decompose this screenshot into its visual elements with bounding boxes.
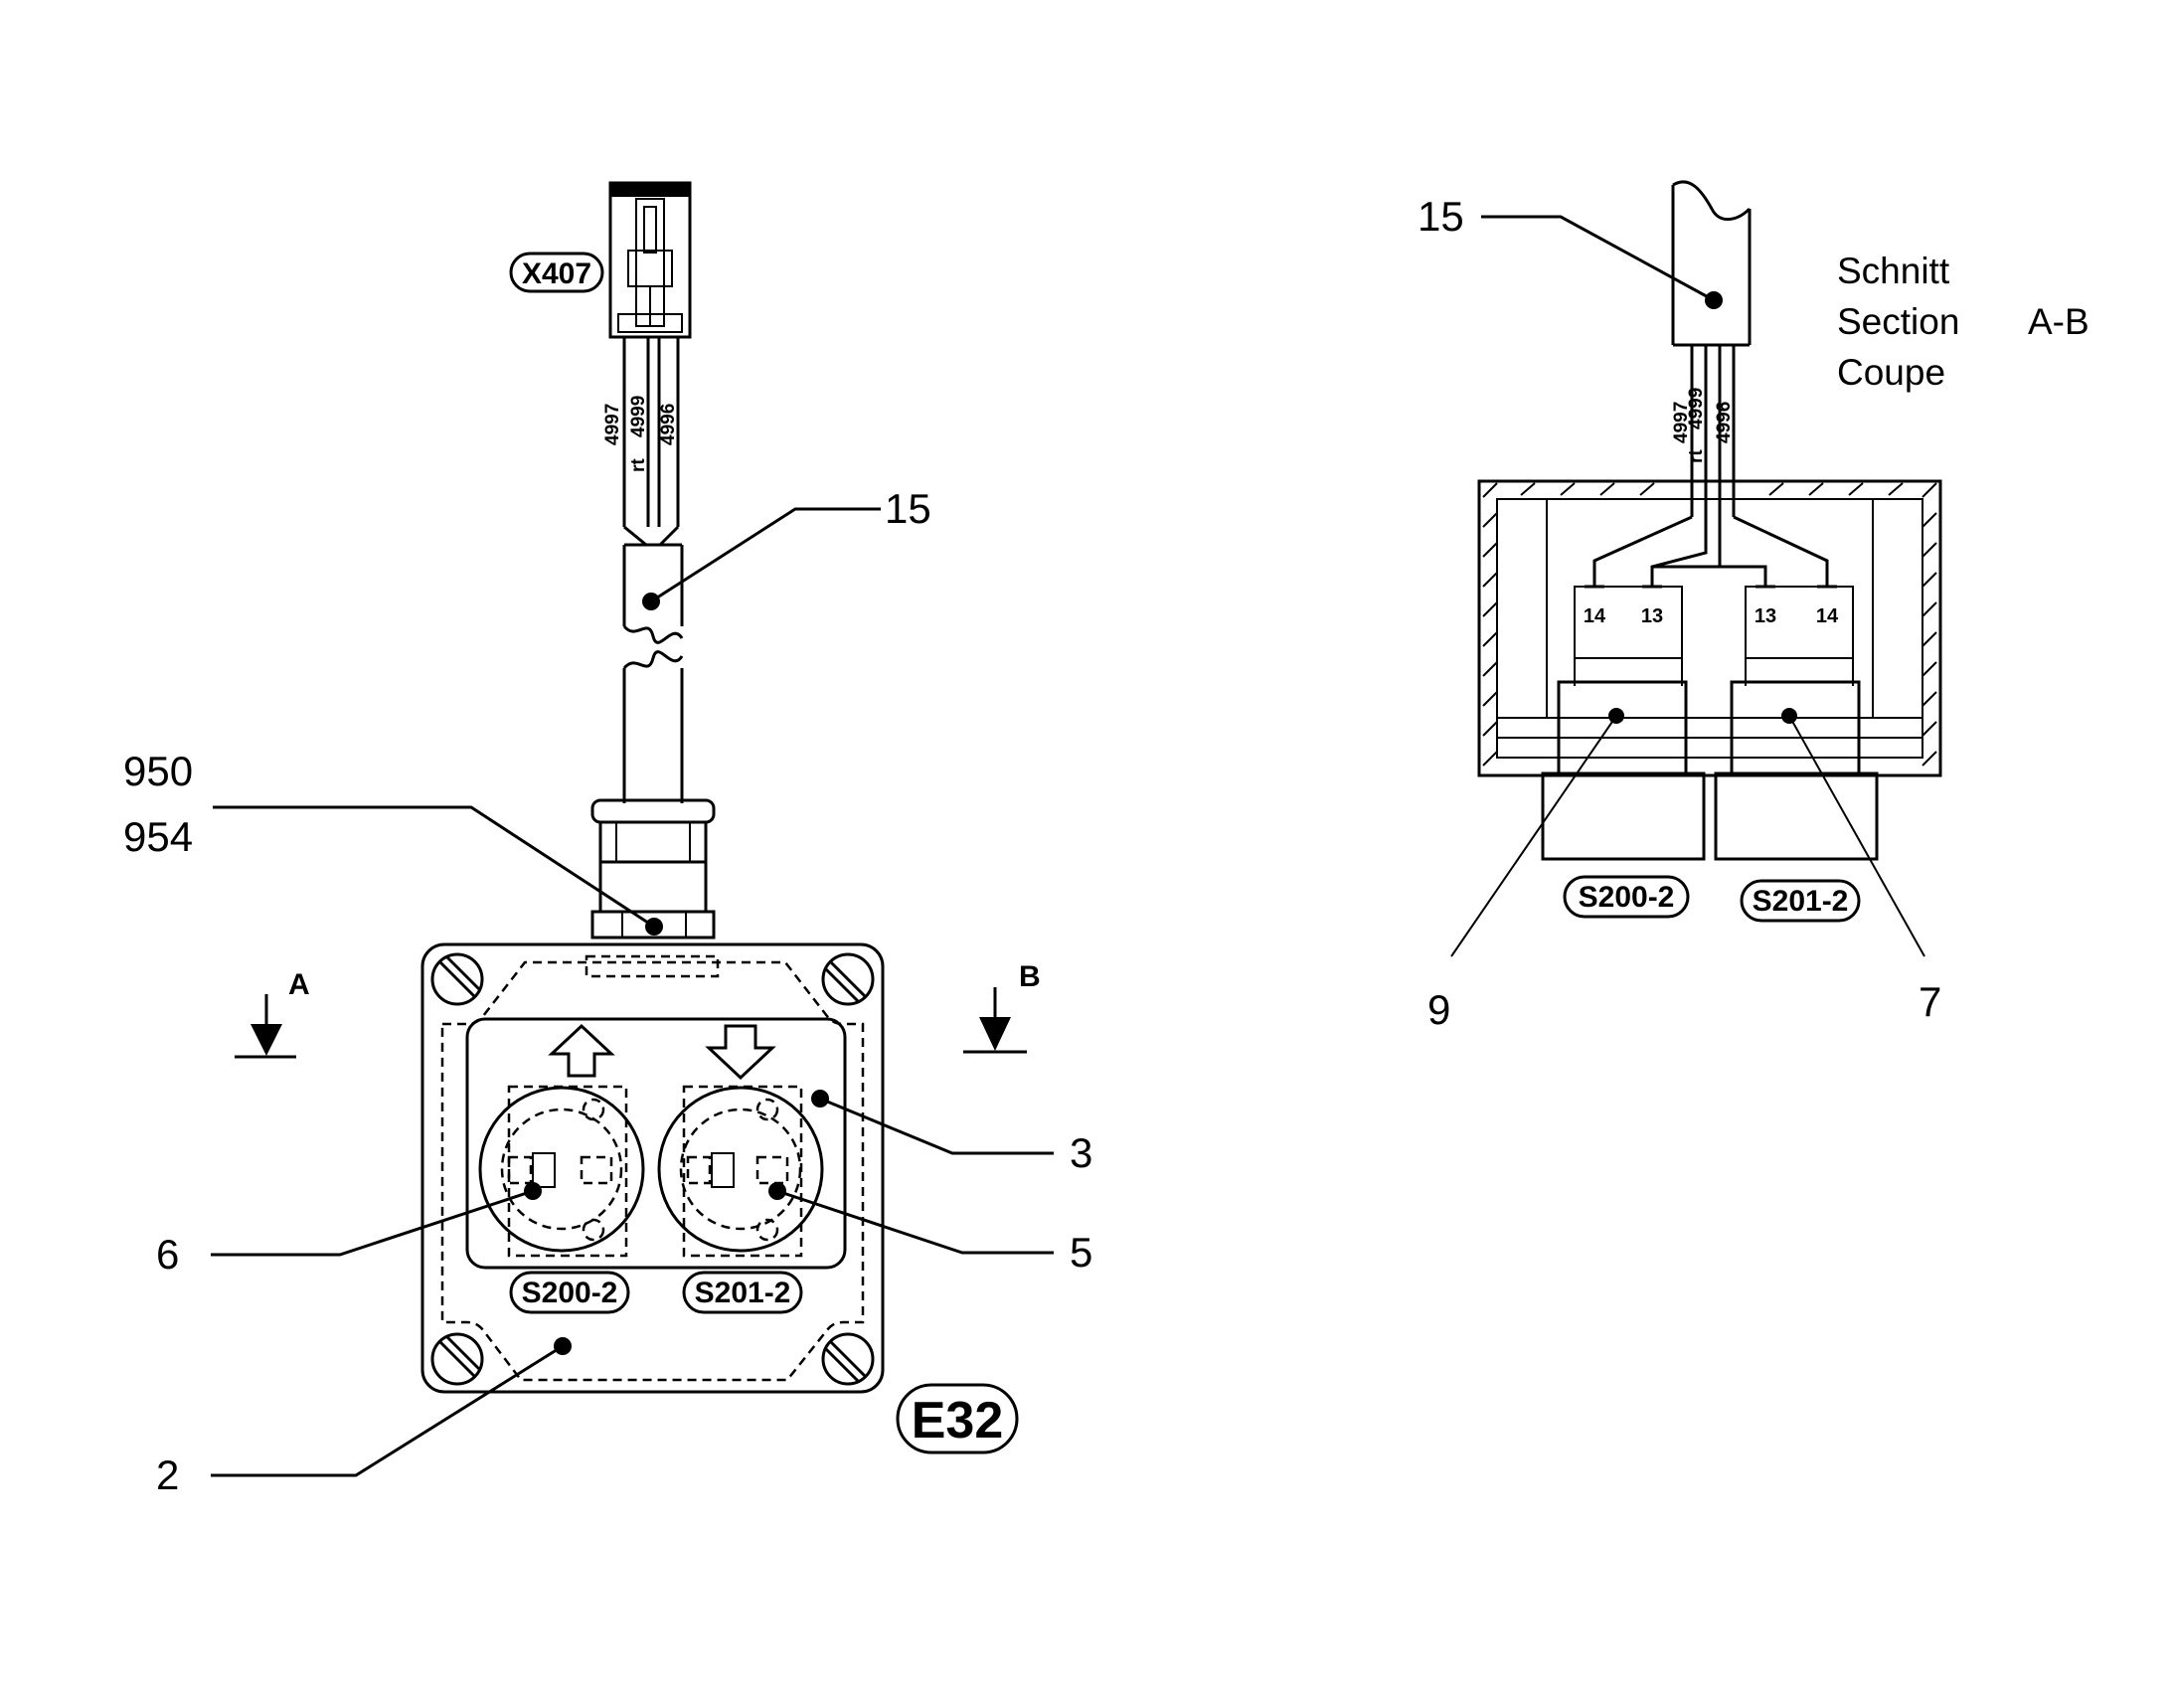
terminal-13-left: 13 bbox=[1641, 605, 1663, 627]
tag-s201-2-section: S201-2 bbox=[1740, 879, 1861, 923]
callout-7: 7 bbox=[1919, 978, 1941, 1025]
arrow-down-icon bbox=[705, 1024, 776, 1081]
section-marker-a-text: A bbox=[288, 968, 310, 1001]
wire-label-4996-right: 4996 bbox=[1714, 402, 1735, 443]
callout-15-left: 15 bbox=[885, 485, 931, 532]
section-label: Schnitt Section Coupe A-B bbox=[1837, 251, 2089, 393]
arrow-up-icon bbox=[548, 1023, 615, 1078]
screw-bottom-left bbox=[430, 1332, 484, 1386]
screw-bottom-right bbox=[821, 1332, 875, 1386]
pushbutton-s200-2 bbox=[478, 1085, 645, 1258]
section-marker-b: B bbox=[963, 960, 1041, 1054]
wire-label-rt: rt bbox=[628, 458, 649, 472]
tag-s200-2-section-text: S200-2 bbox=[1579, 881, 1675, 914]
screw-top-right bbox=[821, 952, 875, 1006]
section-marker-b-text: B bbox=[1019, 960, 1041, 993]
pushbutton-s201-2 bbox=[657, 1085, 824, 1258]
wire-bundle-right: 4997 rt 4999 4996 bbox=[1592, 345, 1829, 587]
terminal-13-right: 13 bbox=[1755, 605, 1776, 627]
connector-x407 bbox=[608, 181, 692, 339]
contact-block-right: 13 14 bbox=[1745, 585, 1854, 686]
wire-label-4996: 4996 bbox=[658, 404, 679, 445]
tag-s200-2-front-text: S200-2 bbox=[522, 1277, 618, 1309]
tag-x407-text: X407 bbox=[522, 257, 591, 290]
tag-x407: X407 bbox=[509, 252, 604, 293]
callout-2: 2 bbox=[156, 1452, 179, 1498]
screw-top-left bbox=[430, 952, 484, 1006]
terminal-14-left: 14 bbox=[1584, 605, 1606, 627]
leader-2: 2 bbox=[156, 1344, 564, 1498]
contact-block-left: 14 13 bbox=[1574, 585, 1683, 686]
cable-15-right bbox=[1671, 180, 1752, 347]
tag-s201-2-front-text: S201-2 bbox=[695, 1277, 791, 1309]
tag-s200-2-section: S200-2 bbox=[1563, 875, 1690, 919]
actuator-s200-2 bbox=[1541, 680, 1706, 861]
section-label-section: Section bbox=[1837, 301, 1959, 342]
wire-label-4999-right: 4999 bbox=[1686, 388, 1707, 429]
leader-15-left: 15 bbox=[650, 485, 931, 603]
callout-15-right: 15 bbox=[1418, 193, 1464, 240]
leader-6: 6 bbox=[156, 1189, 534, 1278]
leader-7: 7 bbox=[1788, 715, 1941, 1025]
leader-5: 5 bbox=[776, 1189, 1092, 1276]
wire-label-rt-right: rt bbox=[1686, 449, 1707, 463]
callout-950: 950 bbox=[123, 748, 193, 794]
callout-9: 9 bbox=[1427, 986, 1450, 1033]
housing-section bbox=[1477, 479, 1942, 777]
leader-9: 9 bbox=[1427, 715, 1617, 1033]
wire-bundle-left: 4997 rt 4999 4996 bbox=[602, 337, 680, 547]
wire-label-4997-right: 4997 bbox=[1671, 402, 1692, 443]
callout-3: 3 bbox=[1070, 1129, 1092, 1176]
cable-15-left bbox=[622, 543, 684, 803]
tag-s201-2-front: S201-2 bbox=[682, 1271, 803, 1314]
wire-label-4999: 4999 bbox=[628, 396, 649, 437]
leader-3: 3 bbox=[819, 1097, 1092, 1176]
section-label-schnitt: Schnitt bbox=[1837, 251, 1950, 291]
wire-label-4997: 4997 bbox=[602, 404, 623, 445]
leader-15-right: 15 bbox=[1418, 193, 1715, 302]
housing-front bbox=[420, 942, 885, 1394]
tag-e32: E32 bbox=[896, 1383, 1019, 1454]
tag-s201-2-section-text: S201-2 bbox=[1753, 885, 1849, 918]
callout-954: 954 bbox=[123, 813, 193, 860]
section-label-id: A-B bbox=[2028, 301, 2089, 342]
callout-6: 6 bbox=[156, 1231, 179, 1278]
cable-gland bbox=[590, 798, 716, 939]
section-marker-a: A bbox=[235, 968, 310, 1059]
section-label-coupe: Coupe bbox=[1837, 352, 1945, 393]
callout-5: 5 bbox=[1070, 1229, 1092, 1276]
terminal-14-right: 14 bbox=[1816, 605, 1839, 627]
tag-e32-text: E32 bbox=[912, 1392, 1004, 1450]
actuator-s201-2 bbox=[1714, 680, 1879, 861]
leader-950-954: 950 954 bbox=[123, 748, 655, 929]
tag-s200-2-front: S200-2 bbox=[509, 1271, 630, 1314]
